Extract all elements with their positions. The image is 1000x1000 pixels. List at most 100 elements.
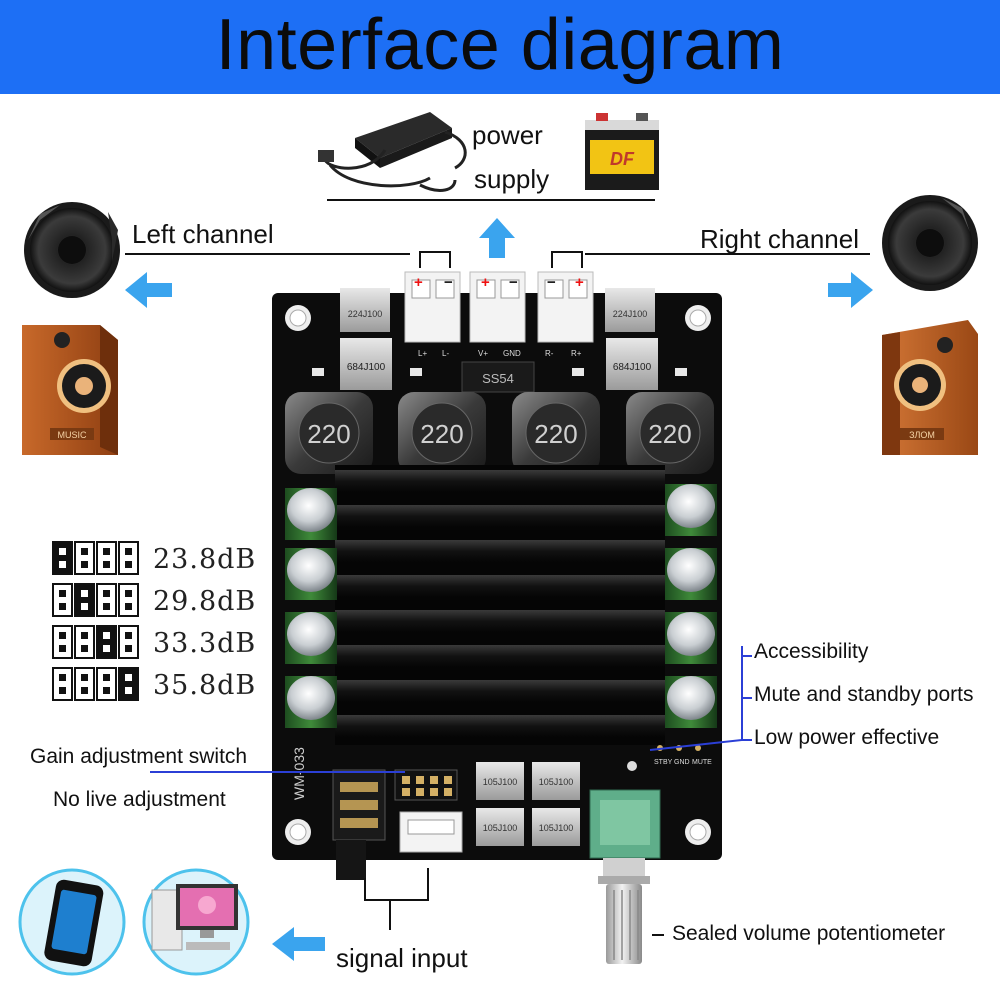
jumper-off-cell xyxy=(74,541,95,575)
cap-marking: 224J100 xyxy=(348,309,383,319)
jumper-off-cell xyxy=(118,583,139,617)
left-channel-arrow xyxy=(125,272,172,308)
polarity-mark: − xyxy=(547,274,556,291)
gain-switch-row xyxy=(52,667,139,701)
jumper-pin xyxy=(125,674,132,681)
jumper-off-cell xyxy=(52,667,73,701)
speaker-label-right: ЗЛОМ xyxy=(909,430,935,440)
gain-value: 35.8dB xyxy=(153,670,257,701)
pin-label: GND xyxy=(503,349,521,358)
right-speaker-cabinet-icon: ЗЛОМ xyxy=(882,320,978,455)
jumper-pin xyxy=(103,590,110,597)
jumper-pin xyxy=(81,645,88,652)
jumper-on-cell xyxy=(118,667,139,701)
jumper-pin xyxy=(81,561,88,568)
jumper-pin xyxy=(103,645,110,652)
svg-text:220: 220 xyxy=(307,419,350,449)
gain-value: 33.3dB xyxy=(153,628,257,659)
inductor: 220 xyxy=(398,392,486,474)
cap-marking: 684J100 xyxy=(347,362,386,373)
cap-marking: 684J100 xyxy=(613,362,652,373)
jumper-off-cell xyxy=(52,625,73,659)
ctrl-pin-label: GND xyxy=(674,759,690,766)
jumper-pin xyxy=(81,590,88,597)
mute-standby-label: Mute and standby ports xyxy=(754,683,974,706)
jumper-off-cell xyxy=(96,541,117,575)
gain-switch-table xyxy=(52,541,139,701)
right-speaker-driver-icon xyxy=(882,195,978,291)
jumper-pin xyxy=(103,674,110,681)
cap-marking: 105J100 xyxy=(483,823,518,833)
right-channel-label: Right channel xyxy=(700,224,859,254)
polarity-mark: + xyxy=(481,274,490,291)
low-power-label: Low power effective xyxy=(754,726,940,749)
polarity-mark: + xyxy=(414,274,423,291)
jumper-pin xyxy=(81,687,88,694)
jumper-off-cell xyxy=(96,667,117,701)
signal-input-arrow xyxy=(272,927,325,961)
no-live-adjust-label: No live adjustment xyxy=(53,788,226,811)
jumper-off-cell xyxy=(52,583,73,617)
polarity-mark: + xyxy=(575,274,584,291)
gain-switch-row xyxy=(52,583,139,617)
jumper-on-cell xyxy=(52,541,73,575)
jumper-pin xyxy=(125,645,132,652)
jumper-pin xyxy=(125,548,132,555)
inductor: 220 xyxy=(626,392,714,474)
jumper-off-cell xyxy=(118,541,139,575)
jumper-pin xyxy=(103,548,110,555)
jumper-pin xyxy=(59,548,66,555)
gain-switch-row xyxy=(52,625,139,659)
gain-value: 29.8dB xyxy=(153,586,257,617)
right-channel-arrow xyxy=(828,272,873,308)
power-adapter-icon xyxy=(318,112,467,192)
pin-label: L- xyxy=(442,349,449,358)
jumper-pin xyxy=(103,687,110,694)
left-channel-label: Left channel xyxy=(132,219,274,249)
pin-label: V+ xyxy=(478,349,488,358)
battery-icon: DF xyxy=(585,113,659,190)
cap-marking: 105J100 xyxy=(539,777,574,787)
polarity-mark: − xyxy=(509,274,518,291)
board-model: WM-033 xyxy=(291,747,307,800)
pin-label: R- xyxy=(545,349,554,358)
cap-marking: 224J100 xyxy=(613,309,648,319)
jumper-pin xyxy=(103,561,110,568)
jumper-pin xyxy=(59,674,66,681)
desktop-computer-icon xyxy=(142,868,250,976)
jumper-off-cell xyxy=(74,625,95,659)
pin-label: R+ xyxy=(571,349,582,358)
smartphone-icon xyxy=(18,868,126,976)
left-speaker-driver-icon xyxy=(24,202,120,298)
jumper-pin xyxy=(125,603,132,610)
power-supply-label: supply xyxy=(474,164,550,194)
jumper-pin xyxy=(81,674,88,681)
heatsink xyxy=(335,465,665,745)
jumper-pin xyxy=(81,548,88,555)
title-banner xyxy=(0,0,1000,94)
volume-pot-label: Sealed volume potentiometer xyxy=(672,922,946,945)
jumper-pin xyxy=(81,603,88,610)
ctrl-pin-label: MUTE xyxy=(692,759,712,766)
accessibility-label: Accessibility xyxy=(754,640,869,663)
inductor: 220 xyxy=(285,392,373,474)
jumper-pin xyxy=(59,687,66,694)
power-up-arrow xyxy=(479,218,515,258)
cap-marking: 105J100 xyxy=(539,823,574,833)
jumper-pin xyxy=(125,561,132,568)
diode-marking: SS54 xyxy=(482,371,514,386)
jumper-pin xyxy=(81,632,88,639)
ctrl-pin-label: STBY xyxy=(654,759,673,766)
jumper-off-cell xyxy=(96,583,117,617)
inductor: 220 xyxy=(512,392,600,474)
jumper-pin xyxy=(59,603,66,610)
jumper-pin xyxy=(59,561,66,568)
jumper-pin xyxy=(59,632,66,639)
jumper-on-cell xyxy=(74,583,95,617)
polarity-mark: − xyxy=(444,274,453,291)
jumper-off-cell xyxy=(74,667,95,701)
gain-value: 23.8dB xyxy=(153,544,257,575)
volume-potentiometer xyxy=(589,789,661,964)
jumper-off-cell xyxy=(118,625,139,659)
